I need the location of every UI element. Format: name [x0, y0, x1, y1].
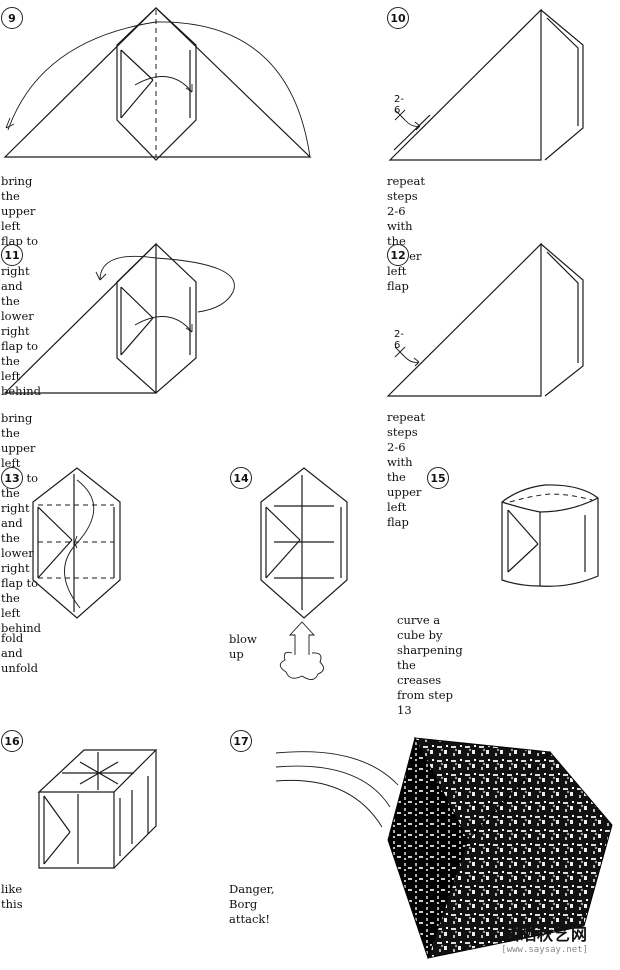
step-10-diagram	[0, 0, 620, 200]
step-16-diagram	[0, 740, 200, 900]
step-caption: blow up	[229, 632, 257, 662]
step-reference: 2-6	[394, 329, 404, 351]
watermark-name: 晒晒秋艺网	[501, 921, 588, 945]
step-number: 17	[230, 730, 252, 752]
step-caption: Danger, Borg attack!	[229, 882, 275, 927]
watermark-url: [www.saysay.net]	[501, 945, 588, 955]
step-13-diagram	[0, 460, 200, 630]
step-caption: curve a cube by sharpening the creases f…	[397, 613, 463, 718]
site-watermark: 晒晒秋艺网 [www.saysay.net]	[501, 921, 588, 955]
step-15-diagram	[420, 460, 620, 610]
step-reference: 2-6	[394, 94, 404, 116]
step-caption: fold and unfold	[1, 631, 38, 676]
step-caption: like this	[1, 882, 23, 912]
step-12-diagram	[0, 230, 620, 430]
